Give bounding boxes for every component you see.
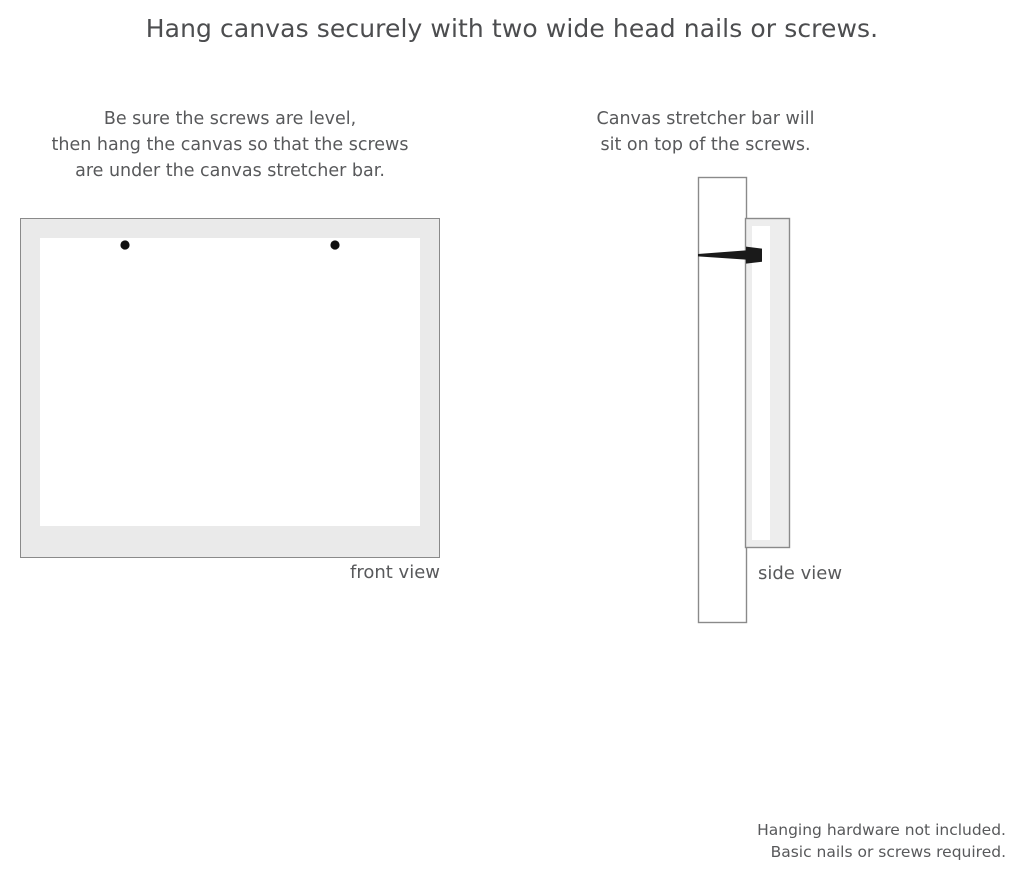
side-view-label: side view [758,563,843,584]
canvas-slab-side [744,217,791,549]
front-view-caption-line-1: Be sure the screws are level, [103,109,357,129]
screw-head [746,246,762,264]
stretcher-bar-strip [752,226,770,540]
front-view-label: front view [350,562,440,583]
screw-dot-right [330,240,340,250]
page-title: Hang canvas securely with two wide head … [145,14,879,43]
side-view-caption-line-1: Canvas stretcher bar will [596,109,815,129]
front-view-diagram [20,218,440,558]
footer-line-1: Hanging hardware not included. [757,821,1006,839]
side-view-caption-line-2: sit on top of the screws. [600,135,811,155]
canvas-frame-outer [20,218,440,558]
side-view-caption: Canvas stretcher bar will sit on top of … [588,106,823,158]
front-view-caption-line-3: are under the canvas stretcher bar. [75,161,385,181]
wall-cross-section [697,176,748,624]
footer-line-2: Basic nails or screws required. [770,843,1006,861]
screw-dot-left [120,240,130,250]
front-view-caption: Be sure the screws are level, then hang … [20,106,440,184]
front-view-caption-line-2: then hang the canvas so that the screws [51,135,409,155]
canvas-face [40,238,420,526]
footer-note: Hanging hardware not included. Basic nai… [506,819,1006,863]
screw-side-profile [698,250,746,260]
side-view-diagram [697,176,791,624]
